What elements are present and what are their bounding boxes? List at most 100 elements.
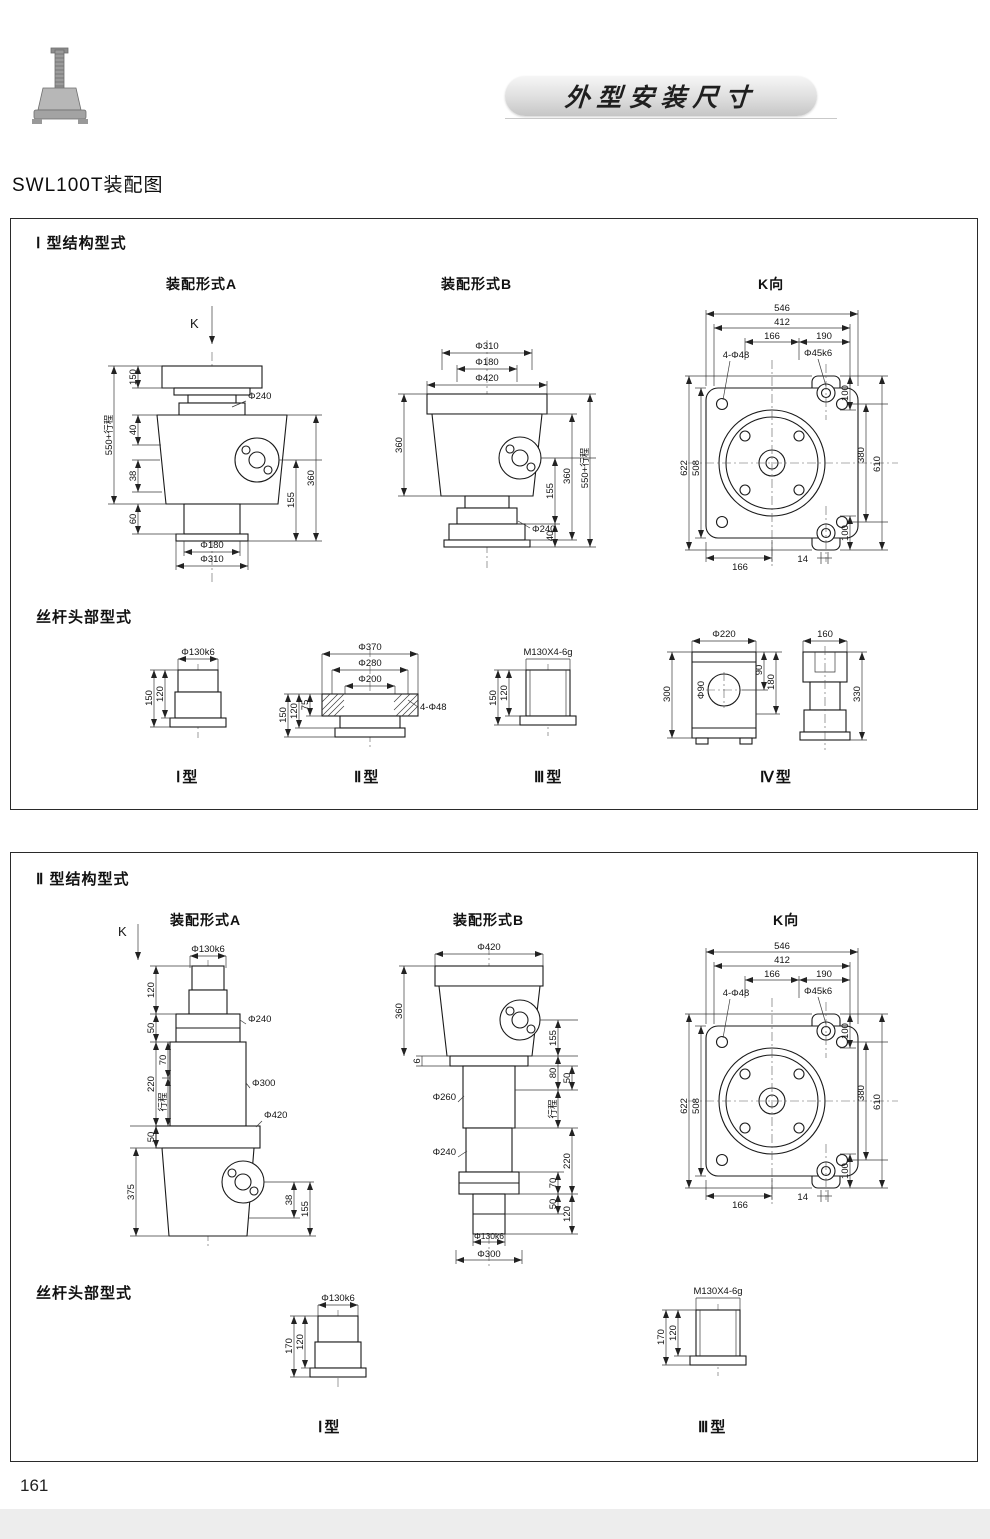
dim-label: 508 — [691, 460, 702, 476]
dim-label: 行程 — [157, 1092, 169, 1112]
dimension-labels: 150 40 38 60 550+行程 155 360 Φ240 Φ180 Φ3… — [103, 369, 317, 565]
dim-label: Φ240 — [433, 1147, 456, 1158]
type2-form-a-title: 装配形式A — [170, 912, 242, 928]
jack-outline — [156, 365, 288, 542]
dim-label: 330 — [852, 686, 863, 702]
dim-label: 14 — [797, 1192, 808, 1203]
dim-label: Φ300 — [477, 1249, 500, 1260]
dim-label: 4-Φ48 — [723, 350, 750, 361]
dim-label: 360 — [562, 468, 573, 484]
dim-label: 155 — [545, 483, 556, 499]
dim-label: Φ130k6 — [474, 1231, 504, 1241]
dimension-lines — [426, 349, 548, 394]
header-banner: 外型安装尺寸 — [505, 76, 817, 116]
dim-label: Φ180 — [475, 357, 498, 368]
dim-label: Φ420 — [264, 1110, 287, 1121]
dim-label: 40 — [128, 425, 139, 436]
dim-label: 160 — [817, 629, 833, 640]
dim-label: 150 — [488, 690, 499, 706]
dim-label: 60 — [128, 514, 139, 525]
dim-label: Φ130k6 — [191, 944, 224, 955]
jack-outline — [434, 965, 544, 1235]
dimension-labels: 546 412 166 190 4-Φ48 Φ45k6 622 508 380 … — [679, 303, 883, 573]
type2-form-b-drawing: Φ420 — [394, 942, 578, 1266]
dim-label: Φ310 — [200, 554, 223, 565]
dim-label: 70 — [548, 1178, 559, 1189]
dimension-labels: Φ310 Φ180 Φ420 360 155 40 360 550+行程 Φ24… — [394, 341, 591, 541]
page-bottom-strip — [0, 1509, 990, 1539]
type2-section-title: Ⅱ 型结构型式 — [36, 871, 130, 888]
dim-label: Φ45k6 — [804, 348, 832, 359]
dim-label: 190 — [816, 331, 832, 342]
dimension-lines — [130, 965, 316, 1237]
dim-label: 50 — [562, 1073, 573, 1084]
dim-label: 508 — [691, 1098, 702, 1114]
dim-label: 220 — [562, 1153, 573, 1169]
dim-label: 行程 — [547, 1099, 559, 1119]
dim-label: Φ240 — [248, 1014, 271, 1025]
type2-form-b-title: 装配形式B — [453, 912, 525, 928]
dim-label: 170 — [656, 1329, 667, 1345]
jack-outline — [426, 393, 548, 548]
dim-label: 546 — [774, 303, 790, 314]
dim-label: 50 — [146, 1023, 157, 1034]
dim-label: Φ240 — [532, 524, 555, 535]
type1-k-view-title: K向 — [758, 276, 785, 292]
dim-label: 4-Φ48 — [723, 988, 750, 999]
type1-head3-label: Ⅲ型 — [534, 769, 564, 786]
type1-section-title: Ⅰ 型结构型式 — [36, 235, 127, 252]
dim-label: 360 — [306, 470, 317, 486]
jack-outline — [155, 965, 265, 1237]
dim-label: 375 — [126, 1184, 137, 1200]
dim-label: Φ240 — [248, 391, 271, 402]
type2-k-view-title: K向 — [773, 912, 800, 928]
dim-label: 4-Φ48 — [420, 702, 447, 713]
dim-label: Φ45k6 — [804, 986, 832, 997]
type1-head2-drawing: Φ370 Φ280 Φ200 150 120 75 4-Φ48 — [278, 642, 447, 748]
dim-label: 50 — [146, 1132, 157, 1143]
dim-label: Φ370 — [358, 642, 381, 653]
dimension-lines — [685, 310, 888, 564]
dim-label: 166 — [732, 1200, 748, 1211]
type2-head3-drawing: M130X4-6g 170 120 — [656, 1286, 747, 1376]
dim-label: 120 — [146, 982, 157, 998]
type1-head1-drawing: Φ130k6 150 120 — [144, 647, 227, 738]
dim-label: Φ90 — [696, 681, 707, 699]
type1-head2-label: Ⅱ型 — [354, 769, 381, 786]
dim-label: 550+行程 — [103, 414, 115, 455]
dim-label: 38 — [284, 1195, 295, 1206]
dim-label: 6 — [412, 1058, 423, 1063]
dim-label: 220 — [146, 1076, 157, 1092]
dim-label: 360 — [394, 1003, 405, 1019]
head-outline — [169, 669, 227, 728]
k-direction-label: K — [190, 316, 199, 331]
dim-label: M130X4-6g — [693, 1286, 742, 1297]
dimension-lines — [685, 948, 888, 1202]
dim-label: 166 — [764, 331, 780, 342]
dimension-lines — [398, 393, 596, 548]
type2-form-a-drawing: K Φ130k6 — [118, 924, 316, 1248]
head-outline — [691, 651, 757, 745]
dim-label: Φ300 — [252, 1078, 275, 1089]
dim-label: 155 — [548, 1030, 559, 1046]
dim-label: 120 — [295, 1334, 306, 1350]
head-outline — [309, 1315, 367, 1378]
type1-form-a-title: 装配形式A — [166, 276, 238, 292]
type1-form-a-drawing: K — [103, 306, 322, 584]
dim-label: 90 — [754, 665, 765, 676]
dim-label: 180 — [766, 674, 777, 690]
dim-label: 546 — [774, 941, 790, 952]
type1-screw-heads-title: 丝杆头部型式 — [36, 609, 133, 626]
head-outline — [689, 1309, 747, 1366]
dimension-lines — [108, 365, 322, 570]
dim-label: 120 — [155, 686, 166, 702]
head-outline — [321, 693, 419, 738]
dim-label: 300 — [662, 686, 673, 702]
dim-label: 100 — [840, 1163, 851, 1179]
dim-label: 80 — [548, 1068, 559, 1079]
dim-label: 622 — [679, 1098, 690, 1114]
dim-label: 380 — [856, 447, 867, 463]
type2-screw-heads-title: 丝杆头部型式 — [36, 1285, 133, 1302]
dim-label: 380 — [856, 1085, 867, 1101]
dim-label: 150 — [278, 707, 289, 723]
